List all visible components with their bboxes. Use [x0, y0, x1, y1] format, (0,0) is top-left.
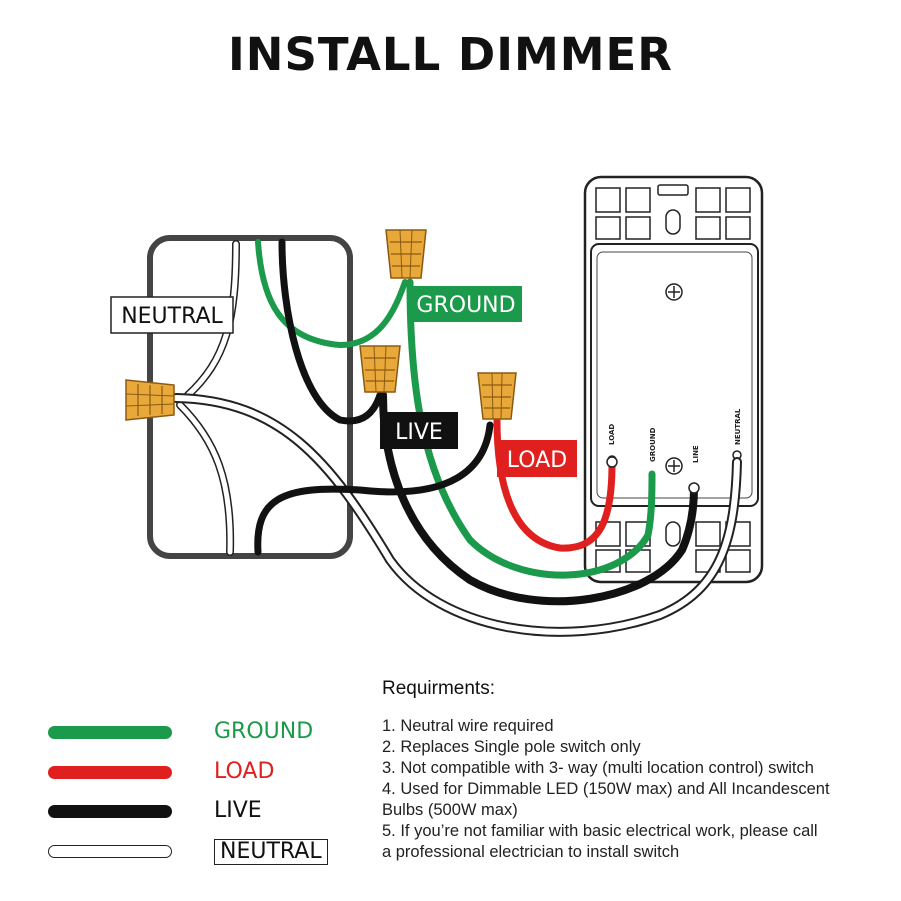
terminal-line-label: LINE	[692, 445, 700, 463]
requirement-item: 4. Used for Dimmable LED (150W max) and …	[382, 780, 830, 798]
requirement-item: 3. Not compatible with 3- way (multi loc…	[382, 759, 814, 777]
load-tag-label: LOAD	[507, 448, 567, 473]
requirement-item: a professional electrician to install sw…	[382, 843, 680, 861]
legend-swatch-neutral	[48, 844, 172, 858]
live-tag-label: LIVE	[395, 420, 443, 445]
wire-legend: GROUND LOAD LIVE NEUTRAL	[44, 718, 364, 876]
requirement-item: Bulbs (500W max)	[382, 801, 518, 819]
screw-icon	[665, 457, 683, 475]
page-title: INSTALL DIMMER	[228, 28, 673, 81]
ground-tag: GROUND	[409, 286, 522, 322]
legend-label-load: LOAD	[214, 758, 275, 784]
legend-swatch-ground	[48, 726, 172, 739]
legend-swatch-load	[48, 765, 172, 779]
wire-nut-icon	[125, 379, 175, 421]
ground-tag-label: GROUND	[416, 293, 515, 318]
live-wires	[254, 238, 698, 606]
neutral-wires	[171, 240, 742, 637]
legend-item-neutral: NEUTRAL	[44, 837, 364, 877]
neutral-tag-label: NEUTRAL	[121, 304, 223, 329]
requirement-item: 5. If you’re not familiar with basic ele…	[382, 822, 818, 840]
legend-item-ground: GROUND	[44, 718, 364, 758]
live-tag: LIVE	[380, 412, 458, 449]
dimmer-switch: LOAD GROUND LINE NEUTRAL	[583, 175, 764, 584]
terminal-ground-label: GROUND	[649, 427, 657, 462]
requirements-list: 1. Neutral wire required 2. Replaces Sin…	[382, 716, 892, 863]
terminal-load-label: LOAD	[608, 424, 616, 445]
requirements-heading: Requirments:	[382, 678, 495, 699]
wire-nut-icon	[477, 372, 517, 420]
load-tag: LOAD	[497, 440, 577, 477]
neutral-tag: NEUTRAL	[110, 296, 234, 334]
legend-label-live: LIVE	[214, 798, 262, 823]
legend-label-ground: GROUND	[214, 719, 314, 744]
wire-nut-icon	[359, 345, 401, 393]
legend-swatch-live	[48, 805, 172, 818]
terminal-neutral-label: NEUTRAL	[734, 408, 742, 445]
legend-item-load: LOAD	[44, 758, 364, 798]
wire-nut-icon	[385, 229, 427, 279]
legend-label-neutral: NEUTRAL	[214, 838, 328, 865]
requirement-item: 1. Neutral wire required	[382, 717, 554, 735]
screw-icon	[665, 283, 683, 301]
requirement-item: 2. Replaces Single pole switch only	[382, 738, 641, 756]
legend-item-live: LIVE	[44, 797, 364, 837]
ground-wires	[255, 239, 656, 579]
requirements-panel: Requirments: 1. Neutral wire required 2.…	[382, 678, 892, 863]
